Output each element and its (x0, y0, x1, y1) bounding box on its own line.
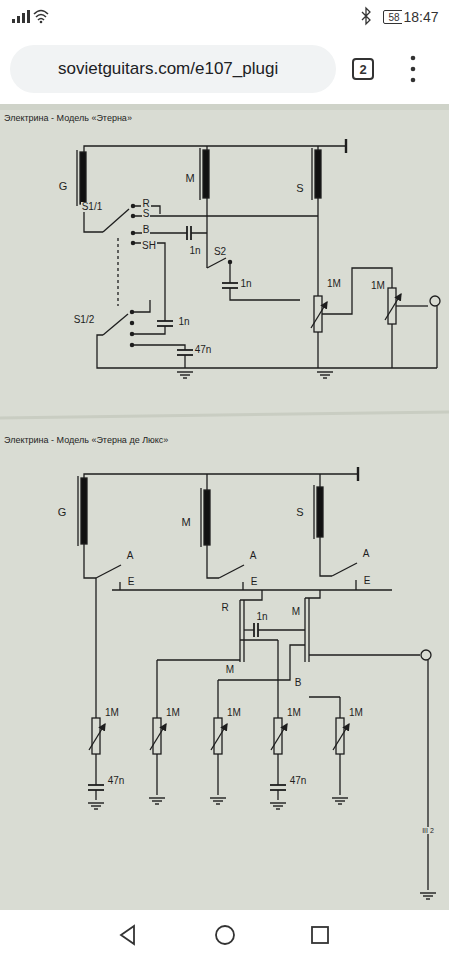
coil-label: G (58, 181, 69, 192)
capacitor-value: 47n (107, 776, 126, 786)
switch-contact-label: M (225, 665, 235, 675)
capacitor-value: 1n (255, 612, 268, 622)
pot-value: 1M (165, 708, 181, 718)
coil-label: G (57, 507, 68, 518)
pot-value: 1M (226, 708, 242, 718)
switch-contact-label: M (291, 607, 301, 617)
coil-label: M (184, 173, 195, 184)
print-mark: III 2 (421, 827, 435, 834)
capacitor-value: 47n (194, 345, 213, 355)
contact-label: S (142, 209, 151, 219)
pot-value: 1M (348, 708, 364, 718)
url-bar: sovietguitars.com/e107_plugi (10, 45, 336, 93)
contact-label: R (141, 199, 150, 209)
switch-contact-label: E (250, 577, 259, 587)
schematic-title: Электрина - Модель «Этерна» (3, 114, 133, 123)
capacitor-value: 1n (188, 246, 201, 256)
switch-contact-label: A (126, 551, 135, 561)
coil-label: S (295, 507, 304, 518)
url-bar-text: sovietguitars.com/e107_plugi (58, 59, 278, 79)
tab-counter-text: 2 (359, 62, 366, 77)
capacitor-value: 1n (239, 279, 252, 289)
switch-contact-label: R (220, 603, 229, 613)
pot-value: 1M (286, 708, 302, 718)
pot-value: 1M (104, 708, 120, 718)
coil-label: S (295, 183, 304, 194)
tab-counter: 2 (352, 58, 374, 80)
contact-label: SH (141, 241, 157, 251)
pot-value: 1M (370, 281, 386, 291)
switch-contact-label: A (249, 551, 258, 561)
capacitor-value: 47n (289, 776, 308, 786)
switch-contact-label: B (294, 678, 303, 688)
switch-label: S1/1 (81, 202, 104, 212)
schematic-title: Электрина - Модель «Этерна де Люкс» (3, 436, 169, 445)
switch-contact-label: E (127, 577, 136, 587)
capacitor-value: 1n (177, 317, 190, 327)
coil-label: M (180, 517, 191, 528)
switch-label: S2 (213, 247, 227, 257)
clock-time: 18:47 (402, 10, 439, 24)
switch-contact-label: A (362, 549, 371, 559)
battery-indicator-text: 58 (388, 12, 399, 23)
switch-label: S1/2 (73, 315, 96, 325)
contact-label: B (142, 225, 151, 235)
switch-contact-label: E (363, 576, 372, 586)
pot-value: 1M (326, 279, 342, 289)
